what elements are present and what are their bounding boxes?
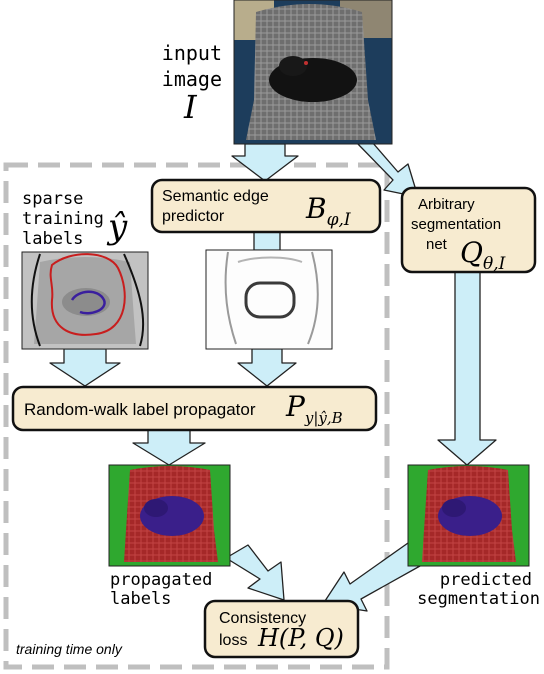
- loss-box-formula: H(P, Q): [257, 624, 344, 652]
- sparse-label-line3: labels: [22, 229, 83, 249]
- sparse-symbol: ŷ: [106, 207, 128, 247]
- edge-box-symbol-sub: φ,I: [327, 210, 351, 230]
- propagated-labels-image: [109, 465, 230, 566]
- seg-box-symbol-main: Q: [460, 236, 483, 269]
- seg-box-label-line1: Arbitrary: [418, 196, 475, 213]
- arrow-labels-to-rw: [50, 349, 120, 386]
- arrow-propagated-to-loss: [226, 545, 284, 600]
- seg-box-label-line2: segmentation: [411, 216, 501, 233]
- edge-box-label-line2: predictor: [162, 208, 225, 225]
- rw-box-symbol-sub: y|ŷ,B: [304, 409, 343, 427]
- predicted-label-line1: predicted: [440, 570, 532, 590]
- arrow-edge-to-map: [254, 232, 280, 250]
- arrow-input-to-edge: [232, 144, 298, 181]
- seg-box-label-line3: net: [426, 236, 448, 253]
- rw-box-label: Random-walk label propagator: [24, 400, 256, 419]
- input-label-line1: input: [162, 41, 222, 65]
- seg-box-symbol-sub: θ,I: [483, 254, 506, 274]
- edge-map-image: [206, 250, 332, 349]
- propagated-label-line1: propagated: [110, 570, 212, 590]
- edge-box-label-line1: Semantic edge: [162, 188, 269, 205]
- sparse-label-line1: sparse: [22, 189, 83, 209]
- sparse-label-line2: training: [22, 209, 104, 229]
- input-symbol: I: [183, 88, 198, 126]
- training-note: training time only: [16, 641, 123, 657]
- predicted-segmentation-image: [408, 465, 529, 566]
- edge-box-symbol-main: B: [305, 192, 327, 225]
- loss-box-label-line2: loss: [219, 632, 247, 649]
- arrow-rw-to-propagated: [133, 430, 205, 465]
- sparse-labels-image: [22, 252, 148, 349]
- input-image: [234, 0, 392, 144]
- rw-box-symbol-main: P: [285, 390, 306, 423]
- arrow-seg-to-predicted: [438, 272, 496, 465]
- arrow-map-to-rw: [238, 349, 296, 386]
- propagated-label-line2: labels: [110, 589, 171, 609]
- predicted-label-line2: segmentation: [417, 589, 540, 609]
